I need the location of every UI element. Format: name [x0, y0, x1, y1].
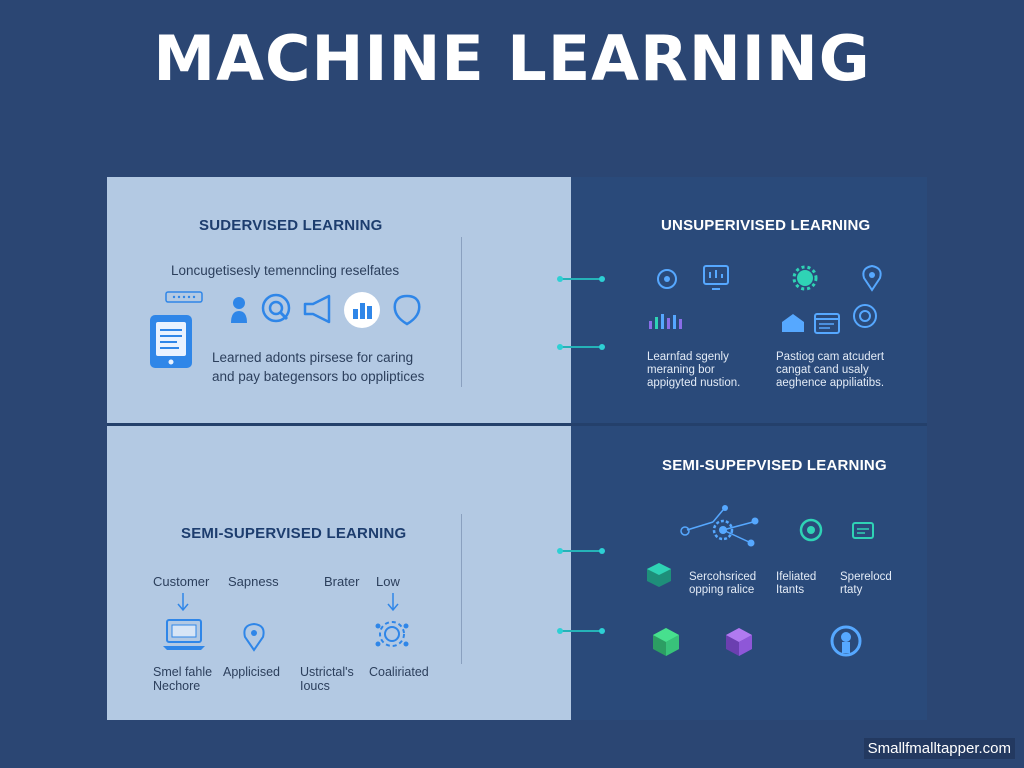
- semi-right-label-c2: rtaty: [840, 584, 863, 596]
- semi-right-label-b1: Ifeliated: [776, 571, 817, 583]
- connector-2: [557, 344, 605, 350]
- cluster-icon: [657, 269, 677, 289]
- unsupervised-left-line2: meraning bor: [647, 364, 715, 376]
- tablet-icon: [150, 315, 192, 368]
- semi-left-label-brater: Brater: [324, 574, 360, 589]
- unsupervised-right-line3: aeghence appiliatibs.: [776, 377, 885, 389]
- laptop-icon: [163, 619, 205, 650]
- unsupervised-panel: UNSUPERIVISED LEARNING: [571, 177, 927, 423]
- unsupervised-right-line1: Pastiog cam atcudert: [776, 351, 885, 363]
- search-icon: [261, 293, 291, 323]
- window-icon: [814, 313, 840, 334]
- location-pin-icon: [243, 622, 265, 652]
- section-separator: [107, 423, 927, 426]
- semi-left-label-sapness: Sapness: [228, 574, 279, 589]
- semi-left-label-low: Low: [376, 574, 400, 589]
- cube-green-icon: [653, 628, 679, 656]
- semi-right-heading: SEMI-SUPEPVISED LEARNING: [662, 457, 887, 474]
- data-icon: [344, 292, 380, 328]
- semi-right-label-a2: opping ralice: [689, 584, 755, 596]
- shield-icon: [393, 294, 421, 326]
- semi-left-bottom-smel: Smel fahle: [153, 665, 213, 679]
- badge-icon: [799, 518, 823, 542]
- cube-purple-icon: [726, 628, 752, 656]
- supervised-subtitle: Loncugetisesly temenncling reselfates: [171, 263, 400, 278]
- semi-left-label-customer: Customer: [153, 574, 210, 589]
- semi-left-bottom-ioucs: Ioucs: [300, 679, 330, 693]
- semi-supervised-right-panel: SEMI-SUPEPVISED LEARNING Sercohsriced op…: [571, 426, 927, 720]
- semi-right-label-b2: Itants: [776, 584, 805, 596]
- brain-icon: [853, 304, 877, 328]
- semi-right-label-c1: Sperelocd: [840, 571, 892, 583]
- network-icon: [680, 505, 759, 547]
- supervised-divider: [461, 237, 462, 387]
- connector-4: [557, 628, 605, 634]
- semi-supervised-left-panel: SEMI-SUPERVISED LEARNING Customer Sapnes…: [107, 426, 571, 720]
- gear-icon: [792, 265, 818, 291]
- unsupervised-left-line1: Learnfad sgenly: [647, 351, 729, 363]
- semi-left-bottom-applicised: Applicised: [223, 665, 280, 679]
- supervised-panel: SUDERVISED LEARNING Loncugetisesly temen…: [107, 177, 571, 423]
- arrow-down-icon: [387, 593, 399, 612]
- location-icon: [862, 264, 882, 292]
- monitor-icon: [703, 265, 729, 290]
- connector-1: [557, 276, 605, 282]
- megaphone-icon: [303, 294, 331, 324]
- person-icon: [231, 297, 247, 323]
- supervised-desc-line2: and pay bategensors bo oppliptices: [212, 369, 425, 384]
- semi-right-label-a1: Sercohsriced: [689, 571, 757, 583]
- bar-chart-icon: [649, 314, 682, 329]
- chip-icon: [165, 291, 203, 303]
- semi-left-bottom-ustrictal: Ustrictal's: [300, 665, 354, 679]
- supervised-desc-line1: Learned adonts pirsese for caring: [212, 350, 414, 365]
- semi-left-heading: SEMI-SUPERVISED LEARNING: [181, 525, 407, 542]
- supervised-heading: SUDERVISED LEARNING: [199, 217, 383, 234]
- connector-3: [557, 548, 605, 554]
- person-circle-icon: [830, 625, 862, 657]
- semi-left-bottom-nechore: Nechore: [153, 679, 201, 693]
- home-icon: [782, 314, 804, 332]
- gear-network-icon: [375, 621, 409, 647]
- semi-left-divider: [461, 514, 462, 664]
- page-title: MACHINE LEARNING: [153, 22, 871, 95]
- semi-left-bottom-coaliriated: Coaliriated: [369, 665, 429, 679]
- cube-icon: [647, 563, 671, 587]
- watermark: Smallfmalltapper.com: [863, 738, 1015, 759]
- unsupervised-heading: UNSUPERIVISED LEARNING: [661, 217, 871, 234]
- card-icon: [852, 522, 874, 539]
- arrow-down-icon: [177, 593, 189, 612]
- unsupervised-right-line2: cangat cand usaly: [776, 364, 869, 376]
- unsupervised-left-line3: appigyted nustion.: [647, 377, 741, 389]
